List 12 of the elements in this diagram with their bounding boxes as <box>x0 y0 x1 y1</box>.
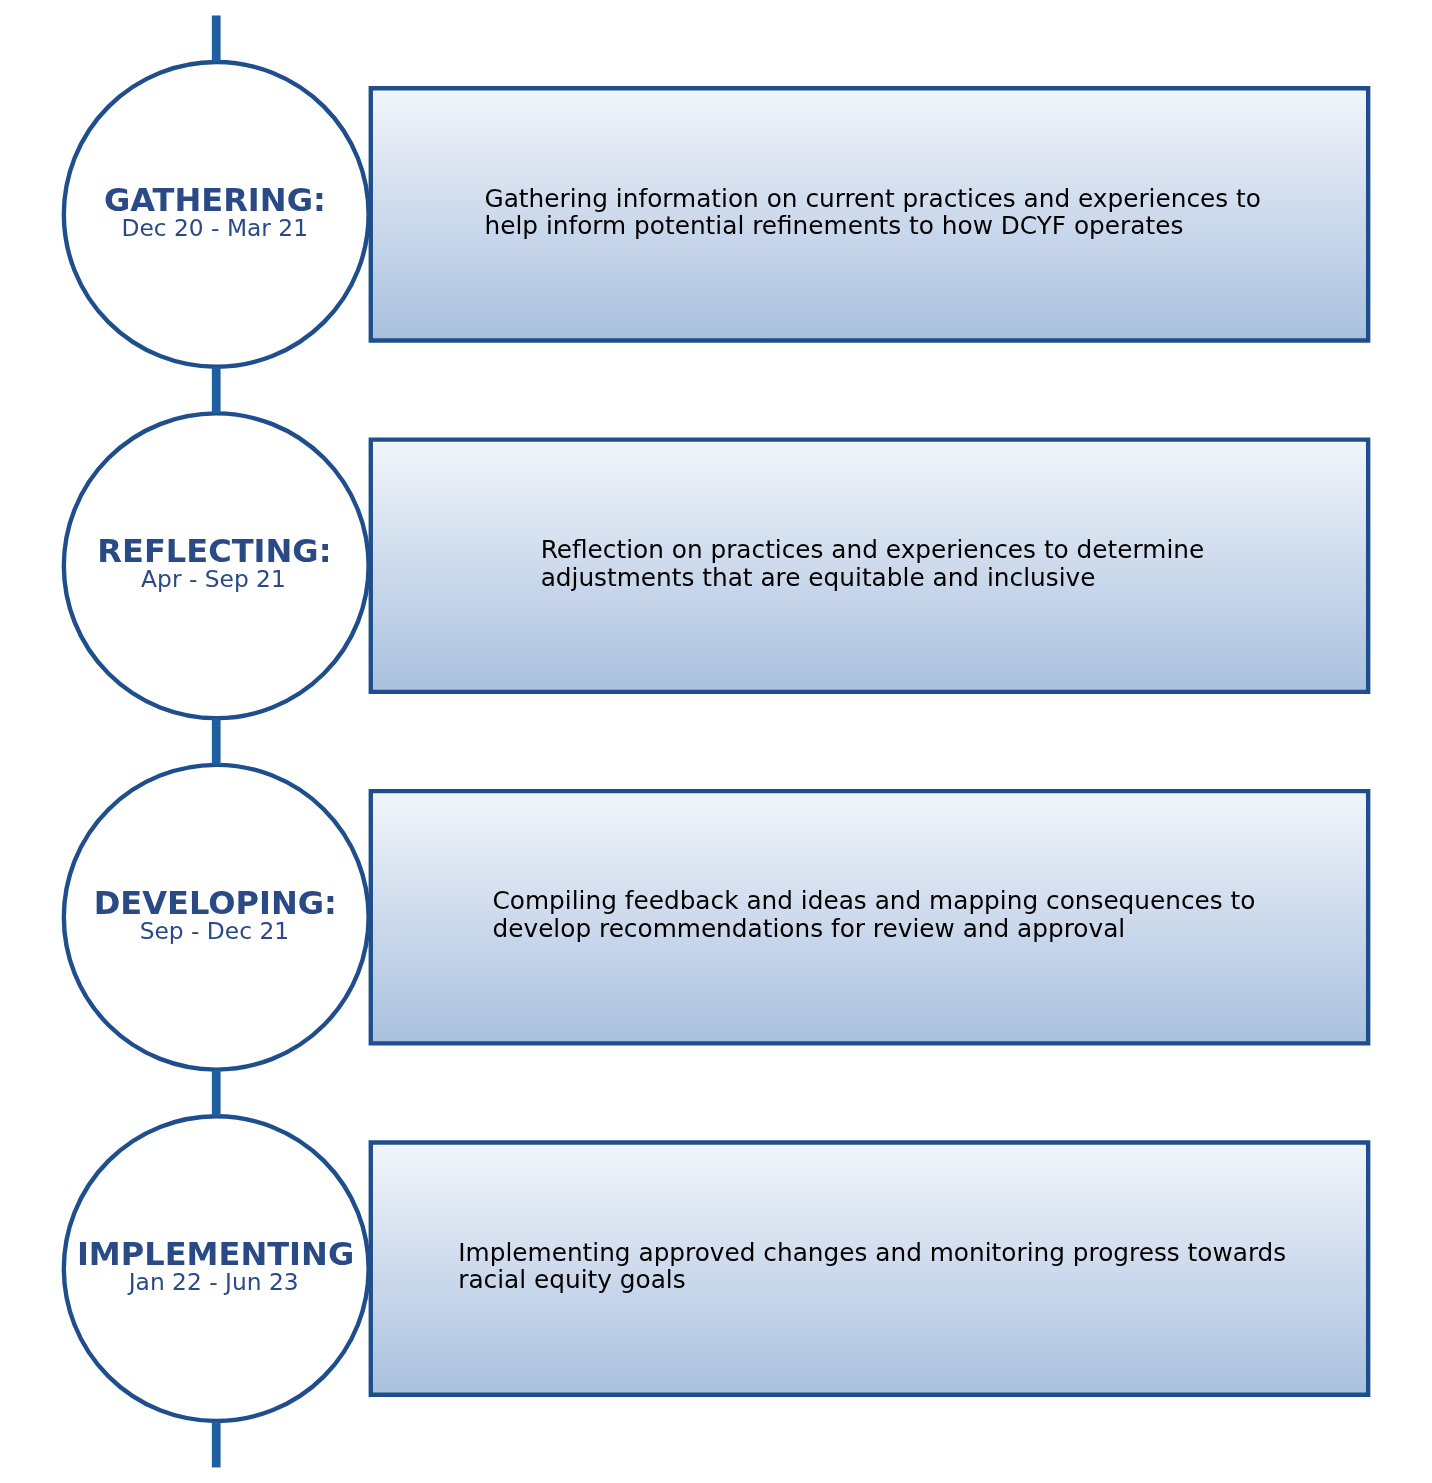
node-box: Reflection on practices and experiences to determine adjustments that are equitable and inclusive <box>368 437 1371 695</box>
connector <box>211 1421 221 1468</box>
node-circle: REFLECTING: Apr - Sep 21 <box>61 411 371 721</box>
node-circle: GATHERING: Dec 20 - Mar 21 <box>61 59 371 369</box>
node-box: Implementing approved changes and monitoring progress towards racial equity goals <box>368 1140 1371 1397</box>
connector <box>211 718 221 765</box>
node-box: Gathering information on current practices and experiences to help inform potential refinements to how DCYF operates <box>368 86 1371 343</box>
node-circle: DEVELOPING: Sep - Dec 21 <box>61 762 371 1072</box>
node-box: Compiling feedback and ideas and mapping consequences to develop recommendations for review and approval <box>368 788 1371 1046</box>
connector <box>211 1070 221 1116</box>
connector <box>211 15 221 62</box>
node-circle: IMPLEMENTING Jan 22 - Jun 23 <box>61 1114 371 1424</box>
